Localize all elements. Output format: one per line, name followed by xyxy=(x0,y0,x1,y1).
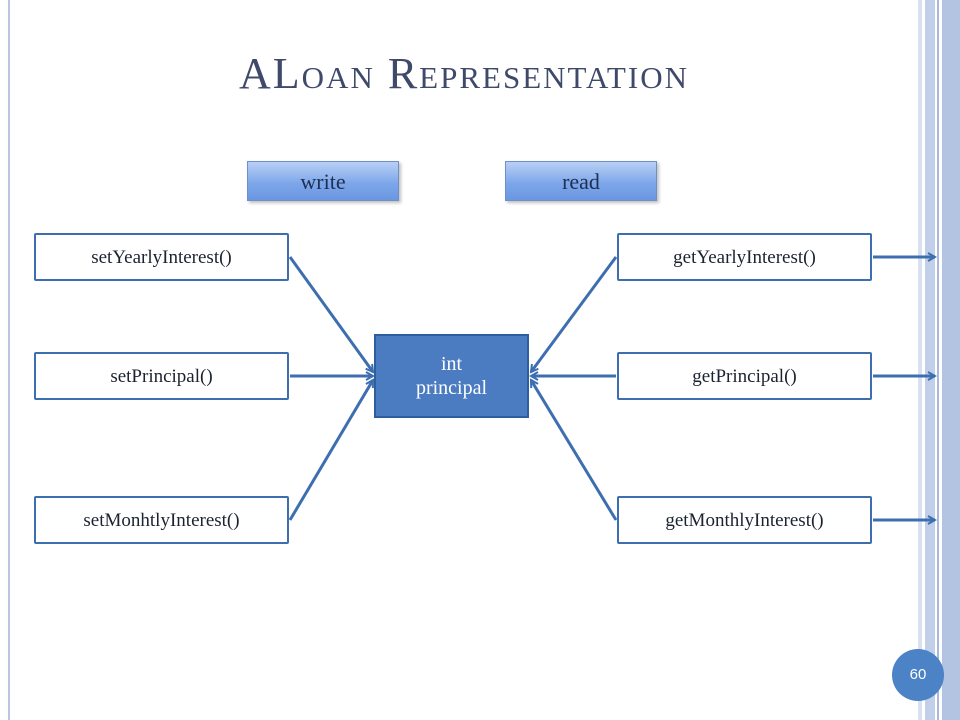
setter-monthly-interest: setMonhtlyInterest() xyxy=(34,496,289,544)
field-type-label: int xyxy=(440,353,463,375)
right-decor-band xyxy=(918,0,922,720)
getter-yearly-interest: getYearlyInterest() xyxy=(617,233,872,281)
arrow-set-yearly xyxy=(288,256,375,372)
arrow-get-yearly xyxy=(529,256,618,372)
arrow-get-monthly xyxy=(529,380,618,521)
arrow-set-monthly xyxy=(288,380,375,521)
right-decor-band xyxy=(937,0,939,720)
getter-principal: getPrincipal() xyxy=(617,352,872,400)
slide-title: ALoan Representation xyxy=(239,49,689,98)
write-label: write xyxy=(247,161,399,201)
setter-yearly-interest: setYearlyInterest() xyxy=(34,233,289,281)
left-border-rule xyxy=(8,0,10,720)
field-name-label: principal xyxy=(415,377,488,399)
page-number-badge: 60 xyxy=(892,649,944,701)
getter-monthly-interest: getMonthlyInterest() xyxy=(617,496,872,544)
right-decor-band xyxy=(942,0,960,720)
right-decor-band xyxy=(925,0,935,720)
read-label: read xyxy=(505,161,657,201)
setter-principal: setPrincipal() xyxy=(34,352,289,400)
principal-field-box: int principal xyxy=(374,334,529,418)
